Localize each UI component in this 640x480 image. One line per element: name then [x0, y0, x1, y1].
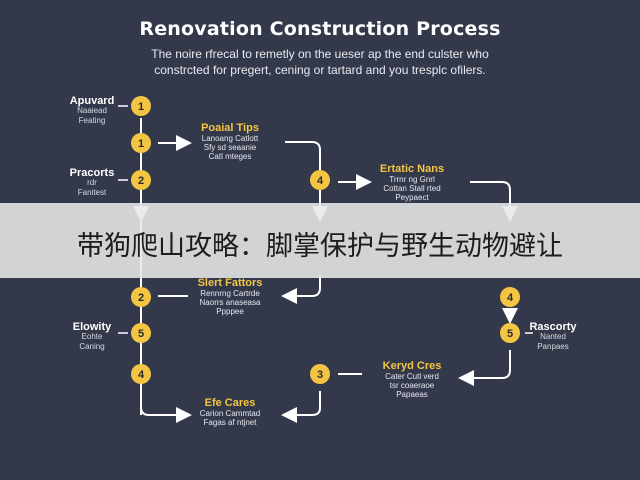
marker-g: 4 [131, 364, 151, 384]
step-efe-cares: Efe Cares Carion Cammtad Fagas af ntjnet [170, 397, 290, 427]
marker-h: 3 [310, 364, 330, 384]
caption-banner [0, 203, 640, 278]
left-label-3: Elowity Eohte Caning [57, 322, 127, 352]
marker-a-label: 1 [138, 101, 144, 113]
step-keryd-cres-body: Cater Cutl verd tsr coaeraoe Papaeas [385, 372, 439, 399]
marker-j: 5 [500, 323, 520, 343]
left-label-1-head: Apuvard [69, 95, 115, 107]
step-keryd-cres: Keryd Cres Cater Cutl verd tsr coaeraoe … [352, 360, 472, 399]
connector-bottom-left [140, 390, 192, 423]
marker-i-label: 4 [507, 292, 514, 304]
right-label-1-head: Rascorty [529, 321, 577, 333]
caption-banner-text: 带狗爬山攻略：脚掌保护与野生动物避让 [77, 231, 563, 262]
marker-b: 1 [131, 133, 151, 153]
left-label-3-body: Eohte Caning [79, 332, 105, 351]
step-ertatic-nans-head: Ertatic Nans [379, 163, 445, 175]
marker-e: 2 [131, 287, 151, 307]
connector-bottom-center [281, 391, 321, 423]
left-label-2-body: rdr Fanitest [77, 178, 107, 197]
left-label-2-head: Pracorts [69, 167, 115, 179]
marker-f: 5 [131, 323, 151, 343]
connector-right-bottom [458, 350, 511, 386]
right-label-1-body: Nanted Panpaes [537, 332, 569, 351]
step-slert-fattors-head: Slert Fattors [197, 277, 263, 289]
left-label-1: Apuvard Naaiead Feating [57, 96, 127, 126]
marker-a: 1 [131, 96, 151, 116]
step-keryd-cres-head: Keryd Cres [382, 360, 442, 372]
connector-poaial-loop [285, 141, 328, 222]
connector-slert [281, 275, 321, 304]
marker-c-label: 2 [138, 175, 144, 187]
step-slert-fattors-body: Rennrng Cartrde Naorrs anaseasa Ppppee [199, 289, 261, 316]
step-poaial-tips-head: Poaial Tips [201, 122, 259, 134]
marker-c: 2 [131, 170, 151, 190]
marker-f-label: 5 [138, 328, 144, 340]
right-label-1: Rascorty Nanted Panpaes [518, 322, 588, 352]
diagram-title: Renovation Construction Process [139, 18, 501, 40]
diagram-subtitle: The noire rfrecal to remetly on the uese… [151, 47, 489, 77]
left-label-3-head: Elowity [72, 321, 112, 333]
marker-j-label: 5 [507, 328, 513, 340]
connector-ertatic-loop [470, 181, 518, 222]
step-efe-cares-body: Carion Cammtad Fagas af ntjnet [199, 409, 261, 427]
step-ertatic-nans: Ertatic Nans Trrnr ng Gnrl Cottan Stall … [352, 163, 472, 202]
marker-i: 4 [500, 287, 520, 307]
marker-d: 4 [310, 170, 330, 190]
left-label-2: Pracorts rdr Fanitest [57, 168, 127, 198]
marker-e-label: 2 [138, 292, 144, 304]
left-label-1-body: Naaiead Feating [77, 106, 107, 125]
marker-g-label: 4 [138, 369, 145, 381]
step-poaial-tips: Poaial Tips Lanoang Catlott Sfy sd seaan… [170, 122, 290, 161]
step-poaial-tips-body: Lanoang Catlott Sfy sd seaanie Catl mteg… [201, 134, 259, 161]
step-efe-cares-head: Efe Cares [204, 397, 256, 409]
marker-h-label: 3 [317, 369, 323, 381]
marker-d-label: 4 [317, 175, 324, 187]
step-slert-fattors: Slert Fattors Rennrng Cartrde Naorrs ana… [170, 277, 290, 316]
marker-b-label: 1 [138, 138, 144, 150]
step-ertatic-nans-body: Trrnr ng Gnrl Cottan Stall rted Peypaect [383, 175, 441, 202]
